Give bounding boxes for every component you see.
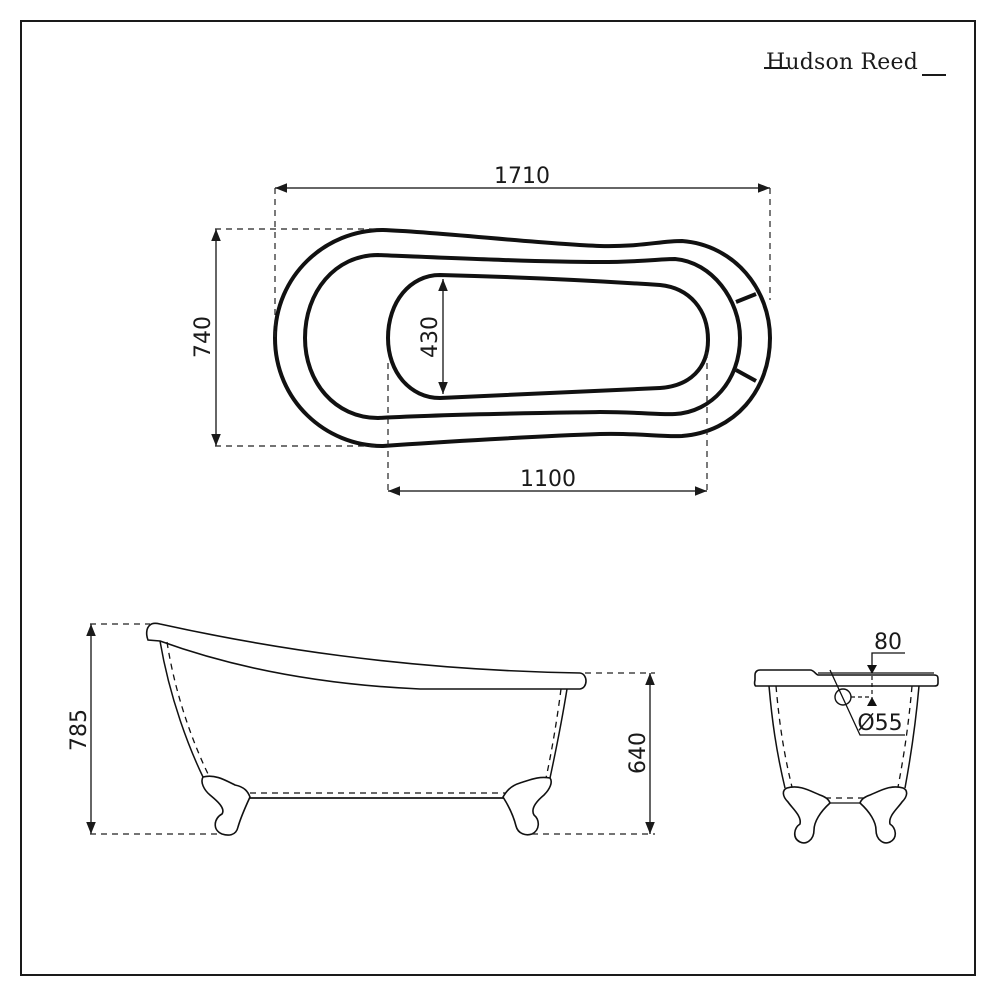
side-view: 785 640: [67, 622, 655, 836]
brand-strike-mark: [764, 67, 788, 69]
end-left-foot: [782, 786, 831, 844]
dim-waste-offset: 80: [874, 630, 902, 655]
dim-overflow-diameter: Ø55: [857, 711, 902, 736]
end-rim: [753, 669, 939, 687]
side-rim: [145, 622, 587, 690]
plan-inner-bowl: [385, 272, 711, 401]
dim-overall-height: 785: [67, 709, 92, 751]
brand-underline-mark: [922, 74, 946, 76]
dim-overall-length: 1710: [494, 164, 550, 189]
dim-overall-width: 740: [191, 316, 216, 358]
plan-rim-segment: [735, 292, 757, 304]
dim-inner-width: 430: [418, 316, 443, 358]
drawing-frame: [20, 20, 976, 976]
plan-rim-segment: [735, 368, 757, 383]
plan-outer-rim: [272, 227, 773, 449]
plan-middle-rim: [302, 252, 743, 421]
plan-view: 1710 740 430 1100: [191, 164, 773, 496]
dim-rim-height: 640: [626, 732, 651, 774]
dim-inner-length: 1100: [520, 467, 576, 492]
end-right-foot: [859, 786, 908, 844]
end-view: 80 Ø55: [753, 630, 939, 844]
side-right-foot: [502, 776, 552, 836]
brand-logo: Hudson Reed: [766, 50, 919, 75]
side-left-foot: [201, 775, 251, 836]
